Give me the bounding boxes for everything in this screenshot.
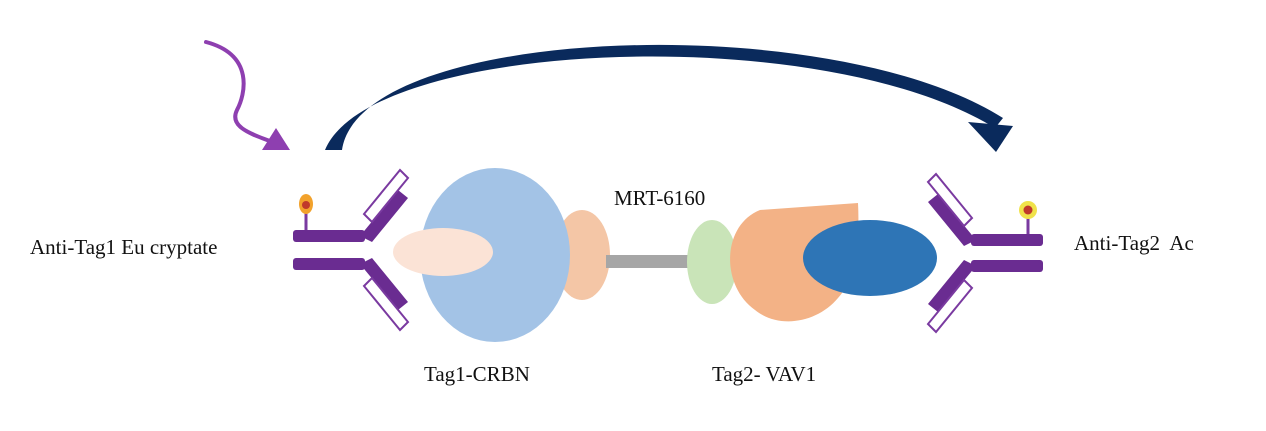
vav1-complex	[687, 203, 937, 322]
crbn-label: Tag1-CRBN	[424, 362, 530, 386]
linker-bar	[606, 255, 696, 268]
left-antibody-icon	[293, 168, 410, 332]
vav1-label: Tag2- VAV1	[712, 362, 817, 386]
right-antibody-icon	[926, 172, 1043, 334]
crbn-complex	[393, 168, 610, 342]
acceptor-fluorophore-icon	[1019, 201, 1037, 234]
excitation-arrow-icon	[204, 40, 290, 150]
donor-fluorophore-icon	[299, 194, 313, 230]
donor-label: Anti-Tag1 Eu cryptate	[30, 235, 218, 259]
compound-label: MRT-6160	[614, 186, 706, 210]
acceptor-label: Anti-Tag2 Ac	[1074, 231, 1194, 255]
energy-transfer-arrow-icon	[325, 44, 1013, 152]
